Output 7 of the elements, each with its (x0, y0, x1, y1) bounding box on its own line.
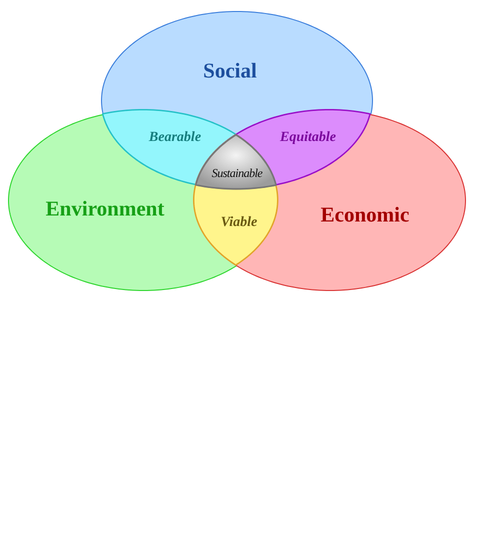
set-label: Environment (46, 198, 164, 220)
overlap-label: Equitable (280, 130, 336, 145)
set-label: Economic (320, 204, 410, 226)
set-label: Social (203, 60, 257, 82)
overlap-label: Bearable (148, 130, 202, 145)
overlap-label: Sustainable (212, 166, 262, 179)
overlap-label: Viable (220, 216, 258, 230)
